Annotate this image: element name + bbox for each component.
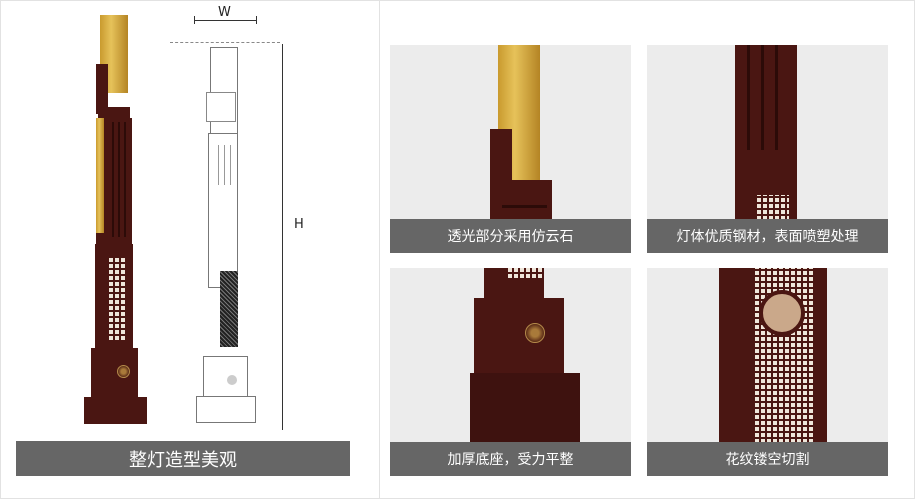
top-guideline <box>170 42 280 43</box>
detail-panel-lattice <box>647 268 888 476</box>
detail-panel-steel <box>647 45 888 253</box>
detail-caption-1: 透光部分采用仿云石 <box>390 219 631 253</box>
lamp-drawing <box>190 40 270 430</box>
lattice-panel <box>109 257 127 340</box>
width-label: W <box>218 5 231 20</box>
detail-caption-3: 加厚底座，受力平整 <box>390 442 631 476</box>
detail-caption-4: 花纹镂空切割 <box>647 442 888 476</box>
height-dimension <box>282 44 283 430</box>
medallion-icon <box>525 323 545 343</box>
medallion-icon <box>117 365 130 378</box>
lamp-photo <box>80 14 150 424</box>
detail-panel-base <box>390 268 631 476</box>
height-label: H <box>294 217 304 232</box>
detail-caption-2: 灯体优质钢材，表面喷塑处理 <box>647 219 888 253</box>
main-caption: 整灯造型美观 <box>16 441 350 476</box>
width-dimension <box>194 20 257 21</box>
